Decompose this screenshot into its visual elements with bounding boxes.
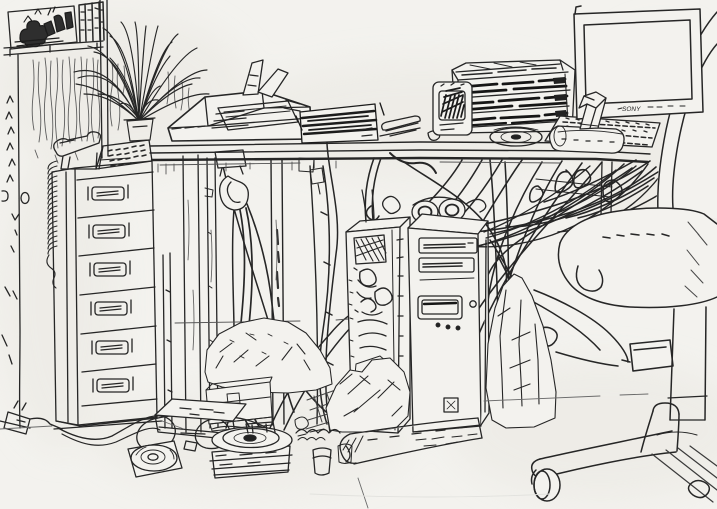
svg-text:SONY: SONY — [622, 106, 641, 113]
